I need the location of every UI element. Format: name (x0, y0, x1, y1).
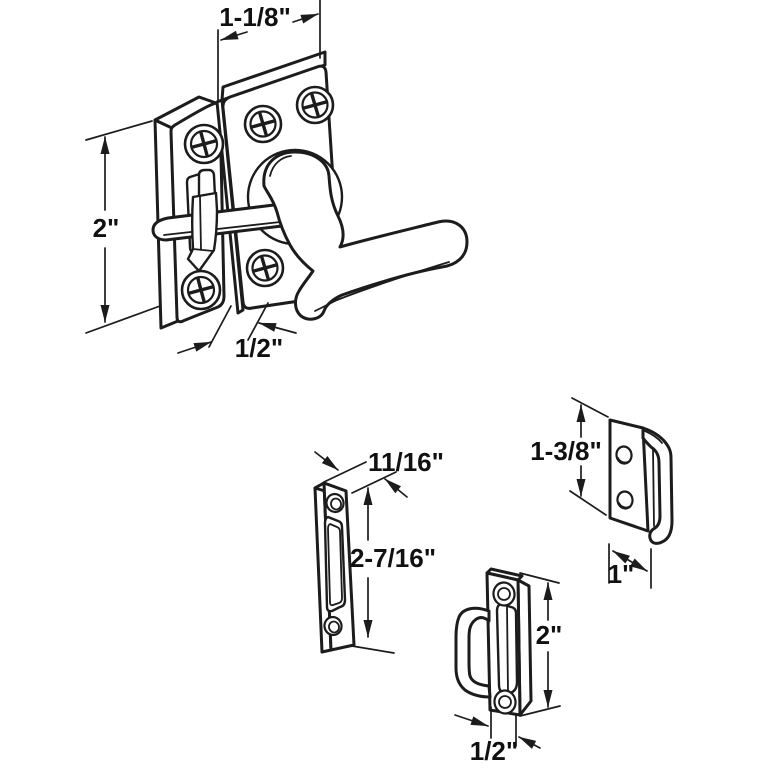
strike-screw-hole (323, 615, 343, 637)
dim-strike-width: 11/16" (314, 447, 444, 498)
latch-assembly: 1-1/8" 2" 1/2" (85, 0, 469, 363)
phillips-screw-icon (245, 248, 285, 288)
phillips-screw-icon (243, 104, 283, 144)
dim-label-latch-height: 2" (93, 213, 120, 243)
side-keeper-screw-hole (492, 581, 516, 607)
dim-hook-height: 1-3/8" (530, 397, 609, 516)
hook-keeper: 1-3/8" 1" (530, 397, 674, 589)
phillips-screw-icon (180, 269, 222, 311)
hook-keeper-fold-lines (644, 430, 663, 527)
side-keeper-loop (454, 606, 492, 699)
phillips-screw-icon (183, 123, 225, 165)
hook-keeper-screw-hole (615, 445, 633, 465)
latch-lever-handle (262, 150, 469, 321)
dim-latch-height: 2" (85, 120, 161, 334)
dim-label-hook-height: 1-3/8" (530, 436, 602, 466)
dim-label-keeper-height: 2" (536, 620, 563, 650)
dim-label-strike-width: 11/16" (368, 447, 444, 477)
side-keeper-channel-line (506, 606, 509, 693)
latch-claw-fold-line (192, 195, 214, 252)
dim-label-latch-width: 1-1/8" (219, 2, 291, 32)
dim-label-latch-depth: 1/2" (235, 333, 283, 363)
hook-keeper-hook (641, 426, 674, 545)
dim-strike-height: 2-7/16" (350, 487, 436, 654)
dim-latch-depth: 1/2" (177, 302, 297, 363)
phillips-screw-icon (295, 85, 335, 125)
dim-keeper-height: 2" (519, 572, 563, 717)
dim-label-keeper-depth: 1/2" (470, 736, 518, 766)
side-keeper: 2" 1/2" (454, 567, 563, 766)
dim-label-strike-height: 2-7/16" (350, 543, 436, 573)
hook-keeper-screw-hole (616, 490, 634, 510)
dim-latch-width: 1-1/8" (217, 0, 321, 101)
latch-spring-tab (197, 168, 217, 201)
lever-dome-highlight (269, 155, 292, 177)
latch-screws (180, 85, 335, 311)
lever-grip-edge-line (314, 261, 450, 312)
latch-claw (186, 191, 219, 273)
side-keeper-screw-hole (493, 689, 517, 715)
strike-slot-inner-line (327, 523, 343, 607)
latch-bar-edge-line (163, 221, 281, 236)
strike-screw-hole (325, 492, 345, 514)
strike-plate: 11/16" 2-7/16" (313, 447, 444, 654)
dim-label-hook-width: 1" (608, 559, 635, 589)
dim-keeper-depth: 1/2" (454, 706, 541, 766)
dim-hook-width: 1" (608, 543, 652, 589)
